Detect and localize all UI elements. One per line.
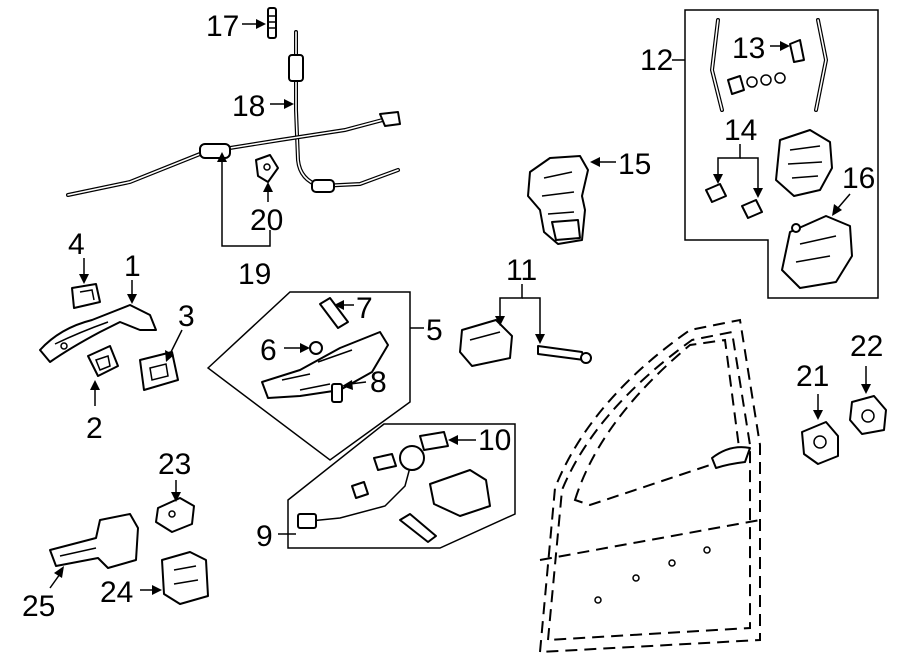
part-13-clips [727, 39, 805, 95]
part-7-bolt [319, 297, 349, 329]
part-11-bracket [459, 319, 513, 367]
part-latch-assembly [775, 129, 833, 197]
callout-15: 15 [618, 148, 651, 181]
part-10-clip [419, 431, 449, 451]
callout-5: 5 [426, 314, 443, 347]
callout-7: 7 [356, 292, 373, 325]
part-6-screw [309, 341, 323, 355]
callout-3: 3 [178, 300, 195, 333]
callout-8: 8 [370, 366, 387, 399]
callout-9: 9 [256, 520, 273, 553]
part-12-rods [709, 18, 829, 112]
part-9-rod [297, 459, 413, 529]
part-5-bracket [261, 331, 389, 399]
callout-24: 24 [100, 576, 133, 609]
callout-21: 21 [796, 360, 829, 393]
part-8-clip [331, 383, 343, 403]
callout-1: 1 [124, 250, 141, 283]
callout-20: 20 [250, 204, 283, 237]
callout-10: 10 [478, 424, 511, 457]
box-5 [206, 291, 411, 461]
part-18-cable [288, 30, 400, 193]
part-17-bolt [267, 7, 277, 39]
part-22-striker [849, 395, 887, 435]
part-19-cable [66, 111, 401, 197]
part-4-cap [71, 283, 101, 309]
part-1-outer-handle [39, 304, 157, 363]
callout-6: 6 [260, 334, 277, 367]
part-24-hinge [161, 551, 209, 605]
part-20-clip [255, 154, 279, 183]
box-9 [287, 423, 516, 549]
box-12 [684, 9, 879, 299]
part-3-cover [139, 351, 179, 391]
callout-22: 22 [850, 330, 883, 363]
callout-17: 17 [206, 10, 239, 43]
callout-23: 23 [158, 448, 191, 481]
callout-16: 16 [842, 162, 875, 195]
callout-14: 14 [724, 114, 757, 147]
part-21-striker [801, 421, 839, 465]
callout-4: 4 [68, 228, 85, 261]
callout-13: 13 [732, 32, 765, 65]
part-11-bolt [537, 345, 592, 364]
callout-12: 12 [640, 44, 673, 77]
part-15-latch [527, 155, 589, 245]
callout-11: 11 [506, 254, 537, 287]
leader-lines [49, 19, 871, 595]
callout-18: 18 [232, 90, 265, 123]
part-14-clips [705, 183, 763, 219]
callout-19: 19 [238, 258, 271, 291]
part-16-actuator [781, 215, 853, 289]
part-25-checker [49, 513, 139, 569]
callout-25: 25 [22, 590, 55, 623]
part-23-hinge [155, 497, 195, 533]
door-shell [538, 318, 761, 654]
part-lock-cylinder [351, 445, 491, 543]
part-2-base [87, 345, 119, 377]
callout-2: 2 [86, 412, 103, 445]
